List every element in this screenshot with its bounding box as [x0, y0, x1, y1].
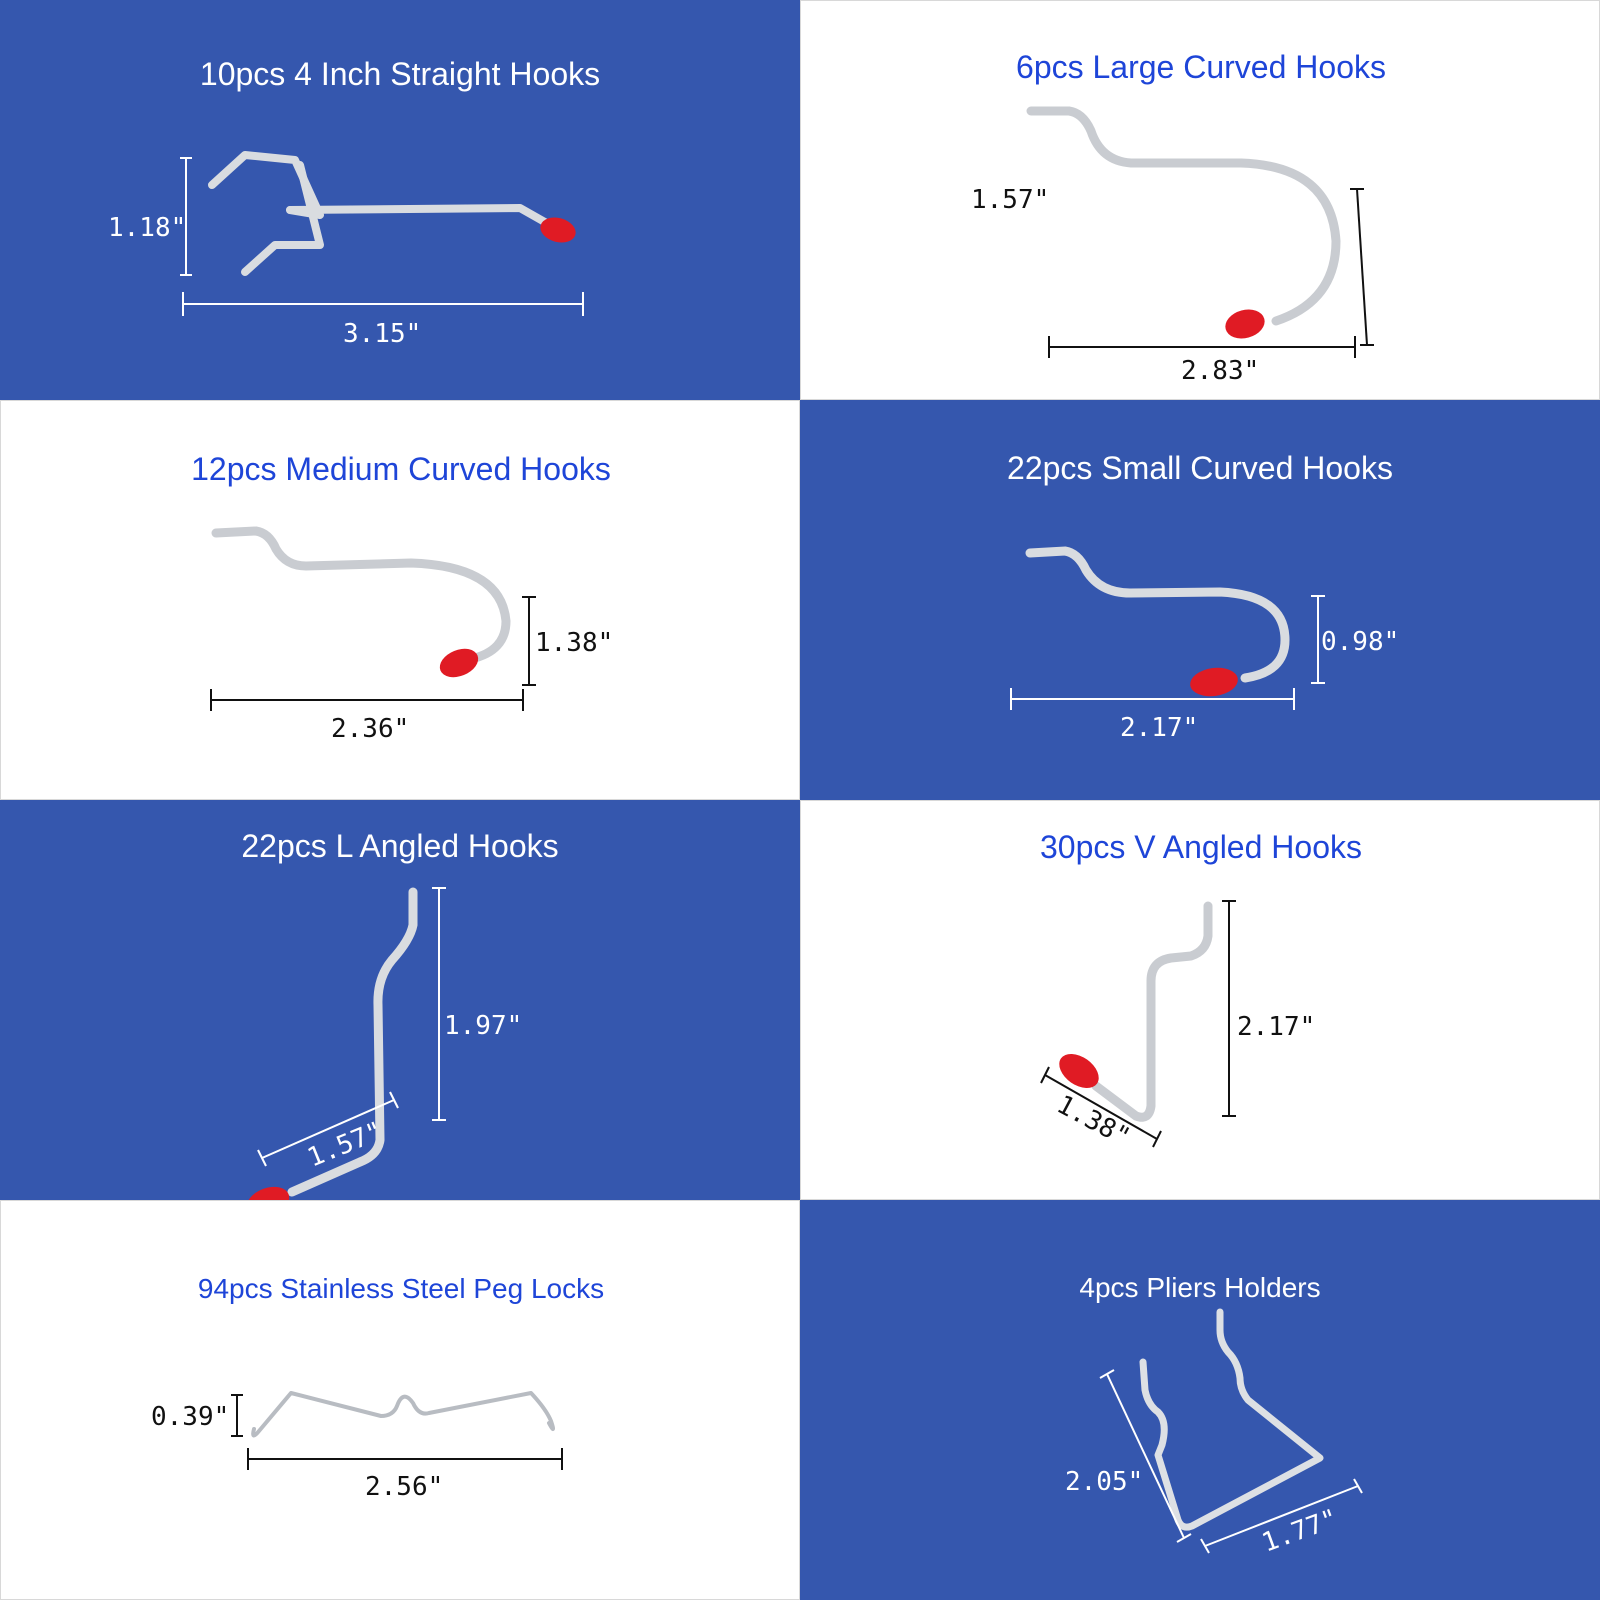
straight-hook-image: 1.18" 3.15"	[108, 151, 584, 349]
height-dimension: 2.17"	[1237, 1012, 1315, 1042]
dimension-lines	[1099, 1369, 1363, 1554]
panel-title: 22pcs L Angled Hooks	[241, 828, 559, 864]
height-dimension: 1.18"	[108, 213, 186, 243]
panel-v-angled-hooks: 30pcs V Angled Hooks 2.17" 1.38"	[800, 800, 1600, 1200]
rubber-cap	[1059, 1053, 1099, 1089]
dimension-lines	[1010, 595, 1325, 710]
width-dimension: 1.77"	[1258, 1504, 1342, 1559]
width-dimension: 2.56"	[365, 1472, 443, 1502]
panel-small-curved-hooks: 22pcs Small Curved Hooks 0.98" 2.17"	[800, 400, 1600, 800]
panel-medium-curved-hooks: 12pcs Medium Curved Hooks 1.38" 2.36"	[0, 400, 800, 800]
width-dimension: 2.83"	[1181, 356, 1259, 386]
panel-title: 30pcs V Angled Hooks	[1040, 829, 1362, 865]
rubber-cap	[439, 648, 479, 678]
rubber-cap	[1190, 667, 1238, 697]
height-dimension: 1.97"	[444, 1011, 522, 1041]
dimension-lines	[1048, 188, 1374, 358]
width-dimension: 1.38"	[1052, 1090, 1135, 1153]
rubber-cap	[246, 1186, 290, 1200]
panel-pliers-holders: 4pcs Pliers Holders 2.05" 1.77"	[800, 1200, 1600, 1600]
hook-wire	[287, 887, 418, 1197]
rubber-cap	[1225, 309, 1265, 339]
large-curved-hook-image: 1.57" 2.83"	[971, 106, 1374, 386]
panel-l-angled-hooks: 22pcs L Angled Hooks 1.97" 1.57"	[0, 800, 800, 1200]
width-dimension: 3.15"	[343, 319, 421, 349]
panel-title: 94pcs Stainless Steel Peg Locks	[197, 1273, 605, 1304]
dimension-lines	[180, 157, 584, 316]
height-dimension: 0.39"	[151, 1402, 229, 1432]
rubber-cap	[540, 217, 576, 243]
height-dimension: 0.98"	[1321, 627, 1399, 657]
hook-wire	[211, 526, 511, 664]
pliers-holder-image: 2.05" 1.77"	[1065, 1308, 1363, 1559]
panel-title: 10pcs 4 Inch Straight Hooks	[199, 56, 601, 92]
panel-straight-hooks: 10pcs 4 Inch Straight Hooks 1.18" 3.15"	[0, 0, 800, 400]
hook-wire	[1025, 546, 1290, 683]
dimension-lines	[1040, 900, 1236, 1148]
height-dimension: 2.05"	[1065, 1467, 1143, 1497]
width-dimension: 2.17"	[1120, 713, 1198, 743]
panel-title: 6pcs Large Curved Hooks	[1016, 49, 1386, 85]
holder-wire	[1139, 1308, 1324, 1531]
small-curved-hook-image: 0.98" 2.17"	[1010, 546, 1399, 743]
hook-wire	[208, 151, 554, 276]
peg-lock-image: 0.39" 2.56"	[151, 1391, 563, 1502]
panel-large-curved-hooks: 6pcs Large Curved Hooks 1.57" 2.83"	[800, 0, 1600, 400]
panel-peg-locks: 94pcs Stainless Steel Peg Locks 0.39" 2.…	[0, 1200, 800, 1600]
peg-lock-wire	[251, 1391, 556, 1438]
height-dimension: 1.57"	[971, 185, 1049, 215]
medium-curved-hook-image: 1.38" 2.36"	[210, 526, 613, 744]
l-angled-hook-image: 1.97" 1.57"	[246, 887, 522, 1200]
hook-wire	[1026, 106, 1341, 326]
dimension-lines	[231, 1394, 563, 1470]
hook-wire	[1091, 901, 1213, 1122]
panel-title: 4pcs Pliers Holders	[1079, 1272, 1321, 1303]
dimension-lines	[257, 887, 446, 1167]
height-dimension: 1.38"	[535, 628, 613, 658]
panel-title: 22pcs Small Curved Hooks	[1007, 450, 1393, 486]
dimension-lines	[210, 596, 536, 711]
v-angled-hook-image: 2.17" 1.38"	[1040, 900, 1315, 1153]
panel-title: 12pcs Medium Curved Hooks	[191, 451, 611, 487]
width-dimension: 2.36"	[331, 714, 409, 744]
